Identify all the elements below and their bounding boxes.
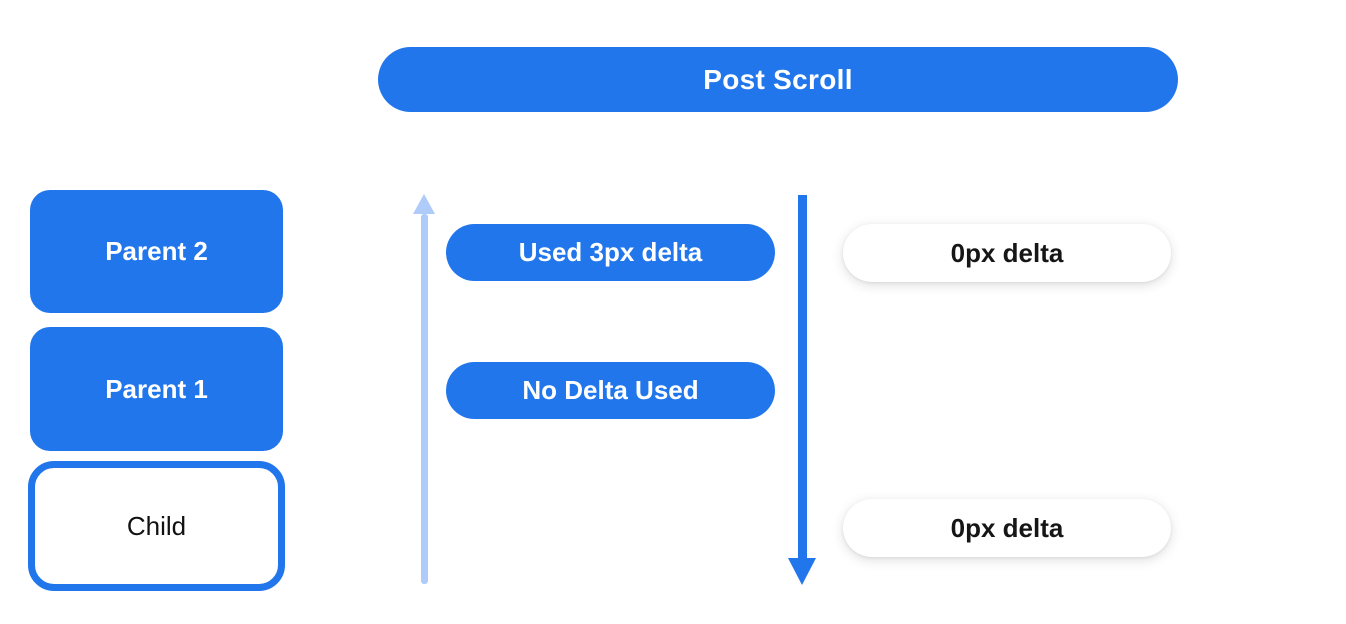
used-3px-delta-pill: Used 3px delta	[446, 224, 775, 281]
child-box: Child	[28, 461, 285, 591]
up-arrow-shaft	[420, 214, 428, 584]
down-arrowhead-icon	[788, 558, 816, 585]
zero-px-delta-pill-top: 0px delta	[843, 224, 1171, 282]
no-delta-used-pill: No Delta Used	[446, 362, 775, 419]
upward-scroll-arrow-icon	[413, 194, 435, 584]
parent-1-box: Parent 1	[30, 327, 283, 451]
parent-2-box: Parent 2	[30, 190, 283, 313]
downward-scroll-arrow-icon	[788, 195, 816, 585]
post-scroll-banner: Post Scroll	[378, 47, 1178, 112]
down-arrow-shaft	[797, 195, 807, 558]
zero-px-delta-pill-bottom: 0px delta	[843, 499, 1171, 557]
up-arrowhead-icon	[413, 194, 435, 214]
